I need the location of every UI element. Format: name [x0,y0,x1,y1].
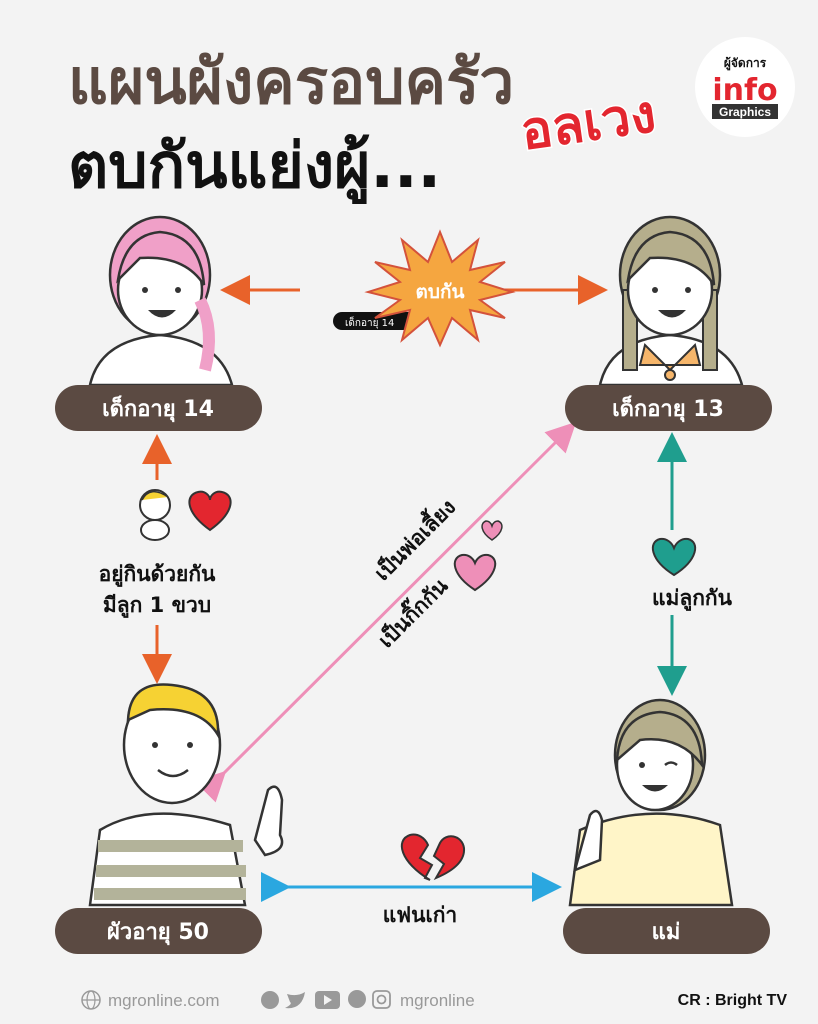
youtube-icon[interactable] [315,991,340,1009]
credit: CR : Bright TV [678,992,788,1009]
pill-girl14: เด็กอายุ 14 [55,385,262,431]
fight-label: ตบกัน [416,281,465,303]
title-line2: ตบกันแย่งผู้... [68,129,441,204]
heart-pink-large-icon [453,553,497,592]
ex-label: แฟนเก่า [383,903,457,927]
broken-heart-icon [400,833,466,881]
pill-mother: แม่ [563,908,770,954]
pill-girl13: เด็กอายุ 13 [565,385,772,431]
svg-text:Graphics: Graphics [719,105,771,119]
facebook-icon[interactable] [261,991,279,1009]
heart-teal-icon [651,537,697,577]
globe-icon [81,990,101,1010]
fight-burst: เด็กอายุ 14 ตบกัน [333,229,516,348]
infographics-logo: ผู้จัดการ info Graphics [695,37,795,137]
svg-text:info: info [712,73,777,108]
mother-illustration [568,698,734,907]
stepfather-arrow [194,421,577,803]
fight-tag: เด็กอายุ 14 [345,315,394,329]
social-handle[interactable]: mgronline [400,991,475,1010]
heart-pink-small-icon [481,520,503,541]
man50-illustration [88,683,284,907]
pill-man50: ผัวอายุ 50 [55,908,262,954]
title-line1: แผนผังครอบครัว [68,45,514,118]
twitter-icon[interactable] [285,992,305,1009]
website-link[interactable]: mgronline.com [108,991,220,1010]
line-icon[interactable] [348,990,366,1008]
svg-text:ผัวอายุ 50: ผัวอายุ 50 [107,920,209,946]
svg-text:แม่: แม่ [652,920,681,945]
mother-daughter-label: แม่ลูกกัน [652,586,733,612]
title-accent: อลเวง [517,84,660,162]
svg-text:เด็กอายุ 13: เด็กอายุ 13 [612,394,724,423]
svg-text:ผู้จัดการ: ผู้จัดการ [724,56,767,71]
stepfather-label: เป็นพ่อเลี้ยง [367,492,460,585]
heart-red-icon [188,490,232,532]
child-age-label: มีลูก 1 ขวบ [103,593,211,619]
svg-text:เด็กอายุ 14: เด็กอายุ 14 [102,394,214,423]
instagram-icon[interactable] [372,990,391,1009]
live-together-label: อยู่กินด้วยกัน [99,562,216,588]
girl13-illustration [598,215,744,387]
baby-icon [139,489,171,541]
girl14-illustration [88,215,234,387]
